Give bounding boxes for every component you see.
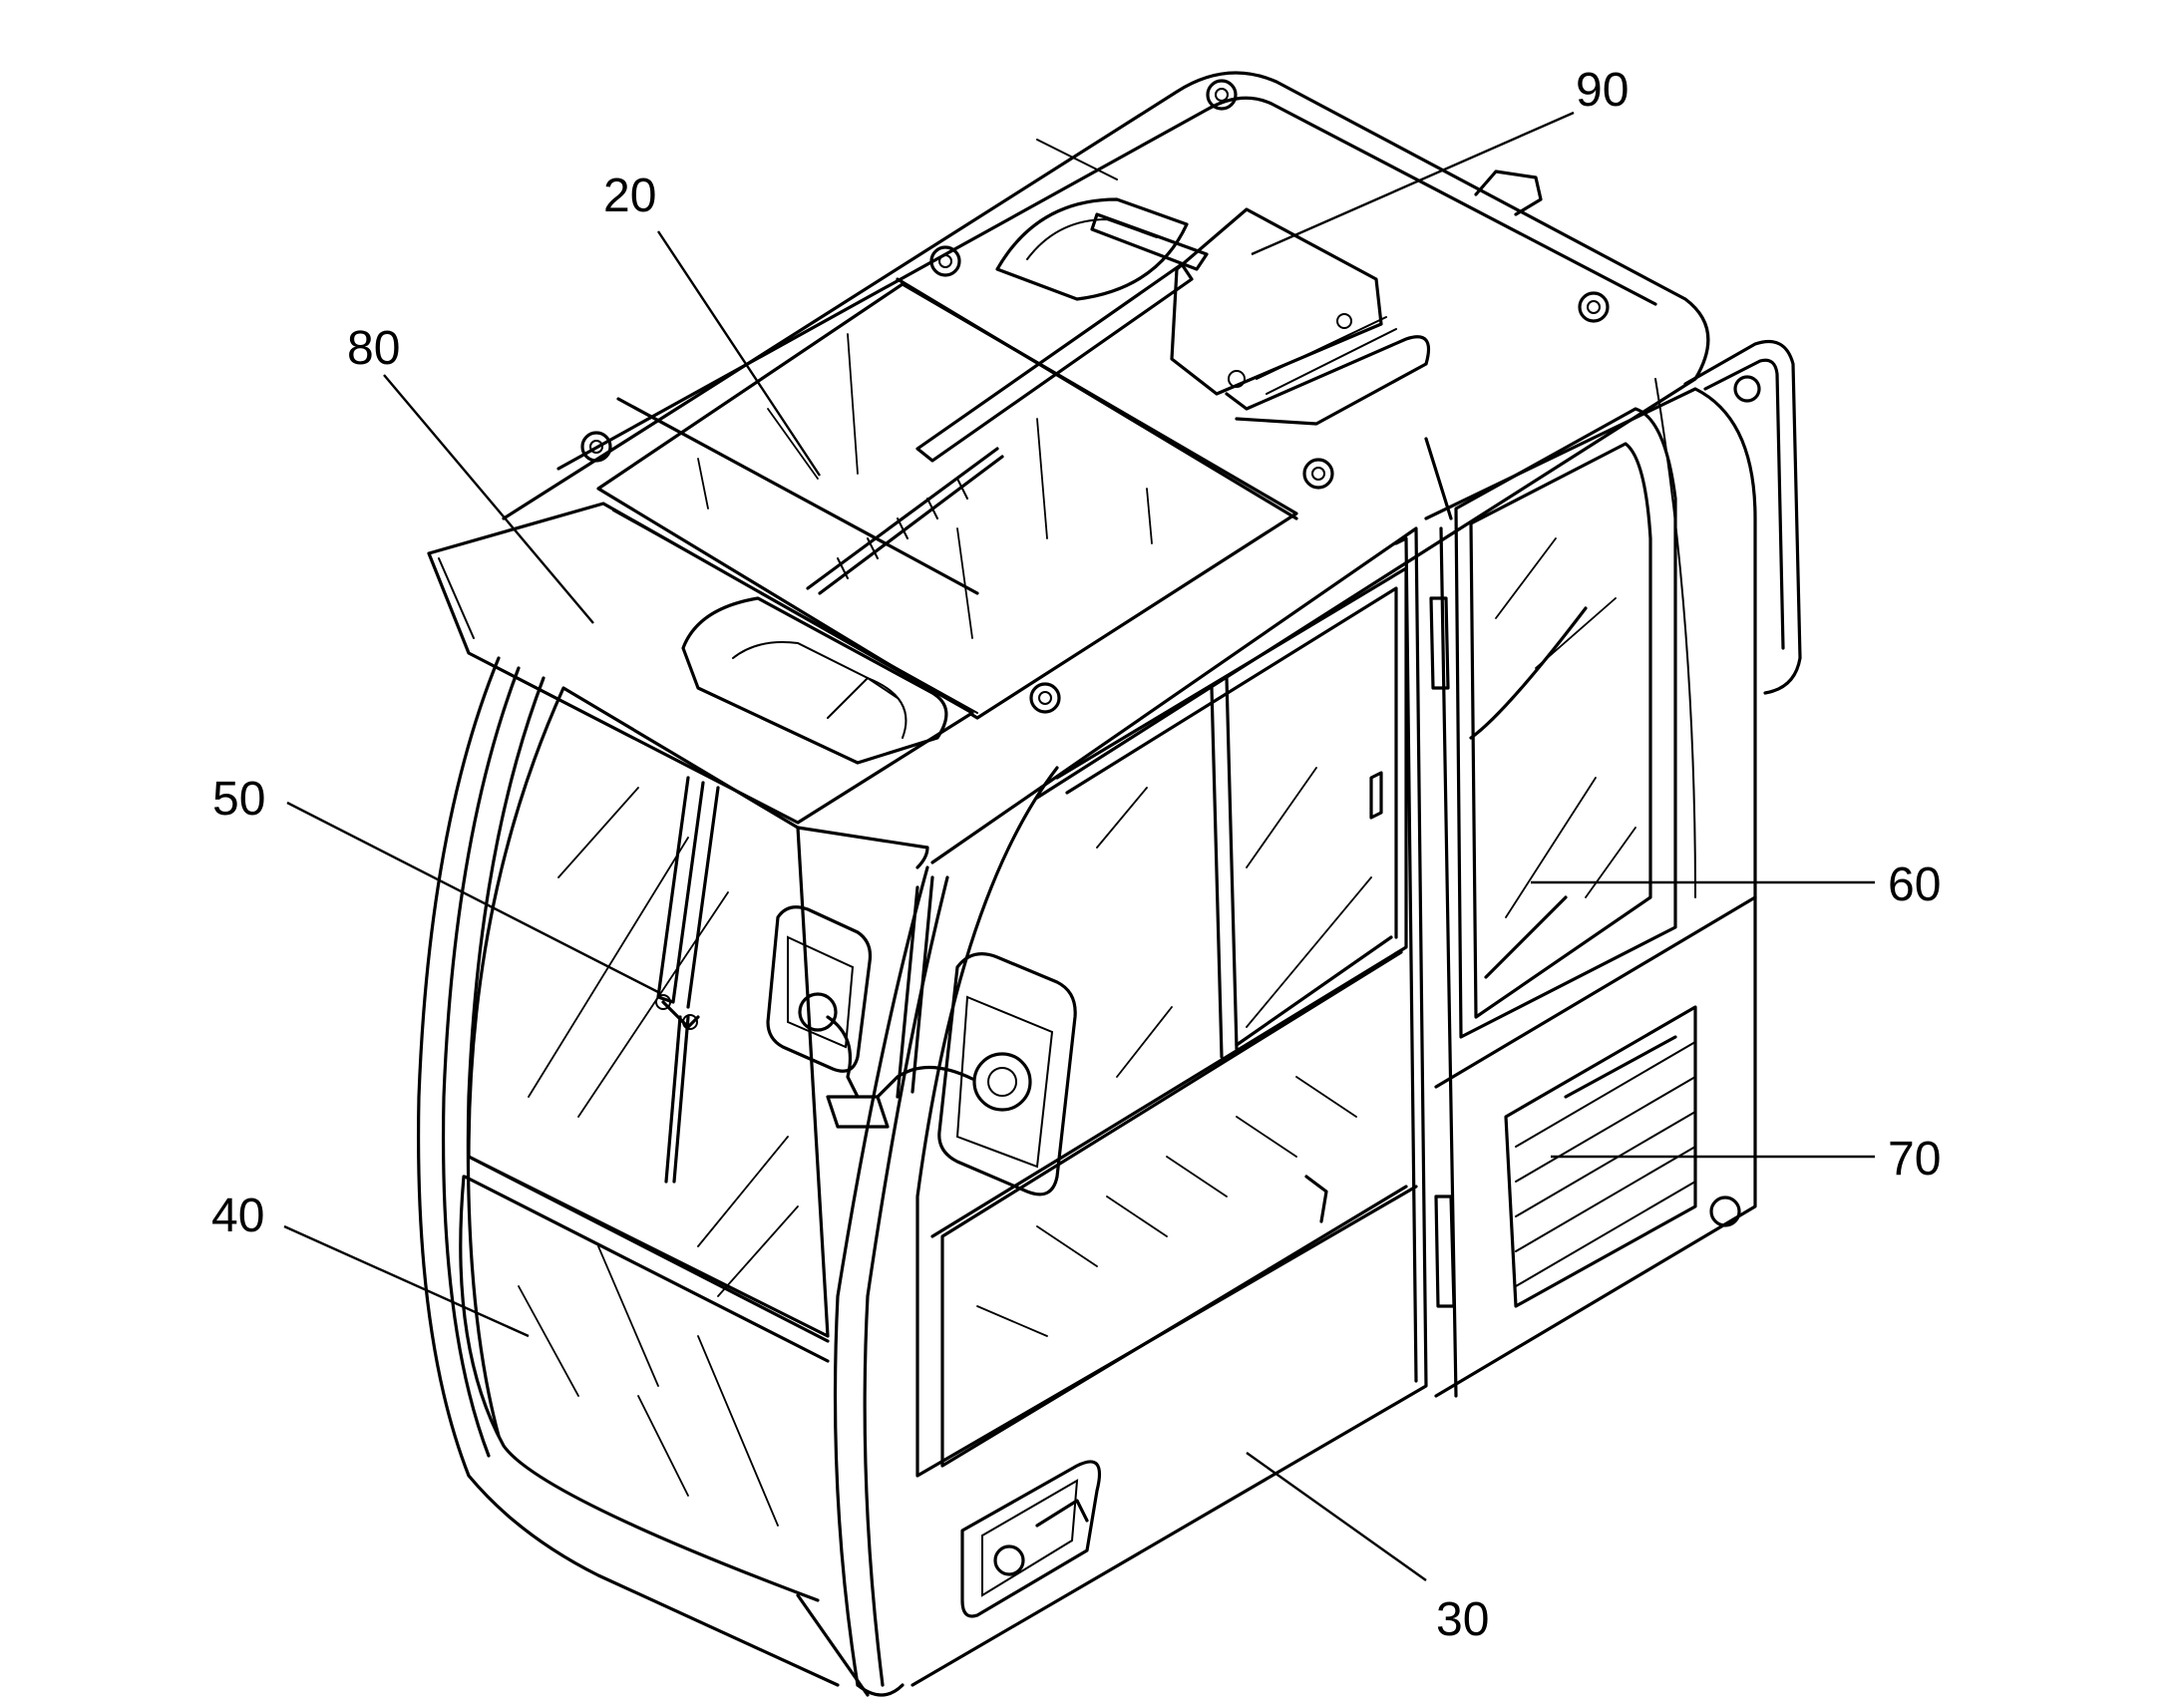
- callout-70: 70: [1888, 1133, 1941, 1186]
- front-window: [459, 686, 830, 1602]
- callout-30: 30: [1436, 1593, 1489, 1646]
- side-door: [910, 526, 1428, 1687]
- leader-40: [283, 1224, 530, 1338]
- side-mirrors: [766, 875, 1077, 1196]
- callout-80: 80: [347, 322, 400, 375]
- front-visor: [427, 397, 979, 825]
- callout-90: 90: [1576, 64, 1629, 117]
- callout-40: 40: [211, 1190, 264, 1242]
- leader-20: [656, 230, 822, 477]
- callout-60: 60: [1888, 858, 1941, 911]
- leader-30: [1246, 1452, 1427, 1581]
- roof-window: [596, 282, 1298, 720]
- leader-lines: [283, 111, 1875, 1581]
- callout-20: 20: [603, 170, 656, 222]
- front-wiper: [655, 776, 720, 1184]
- leader-80: [383, 374, 594, 624]
- callout-50: 50: [212, 773, 265, 826]
- rear-section: [1424, 339, 1802, 1398]
- leader-90: [1251, 111, 1575, 256]
- roof-wiper-assembly: [806, 197, 1431, 595]
- leader-50: [286, 801, 659, 994]
